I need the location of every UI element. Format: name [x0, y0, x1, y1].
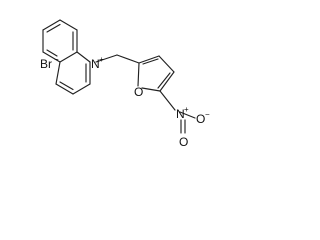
bond [59, 19, 78, 31]
methylene-linker [95, 54, 140, 64]
bond [159, 71, 175, 92]
bond [159, 90, 176, 111]
bond [137, 62, 140, 87]
charge-label-n-plus: + [99, 55, 104, 64]
double-bond-inner [157, 72, 171, 89]
bond [55, 61, 61, 85]
atom-label-nitro-o-double: O [179, 135, 188, 149]
atom-label-br: Br [40, 57, 52, 71]
double-bond-inner [59, 81, 74, 91]
charge-label-nitro-o-single: − [205, 110, 210, 119]
bond [76, 51, 91, 63]
bond [116, 54, 140, 64]
double-bond-inner [46, 49, 58, 57]
atom-label-nitro-n: N [176, 107, 185, 121]
atom-label-furan-o: O [134, 85, 143, 99]
charge-label-nitro-n: + [184, 105, 189, 114]
bond [95, 54, 118, 63]
bond [59, 51, 78, 63]
quinolinium-ring-system [42, 19, 91, 95]
nitro-group [159, 90, 196, 134]
bond [179, 111, 196, 119]
double-bond-inner [46, 23, 61, 33]
double-bond-inner [142, 58, 159, 65]
charge-label-br: − [54, 55, 59, 64]
bond [72, 83, 91, 95]
bond [158, 55, 175, 73]
bond [42, 19, 61, 31]
chemical-structure-diagram: Br − N + O N + O − O [40, 19, 210, 149]
bond [138, 55, 160, 64]
atom-label-nitro-o-single: O [196, 112, 205, 126]
furan-ring [137, 55, 175, 92]
bond [55, 83, 74, 95]
atom-label-n-plus: N [91, 57, 100, 71]
bond [141, 87, 161, 92]
bond [42, 51, 61, 63]
